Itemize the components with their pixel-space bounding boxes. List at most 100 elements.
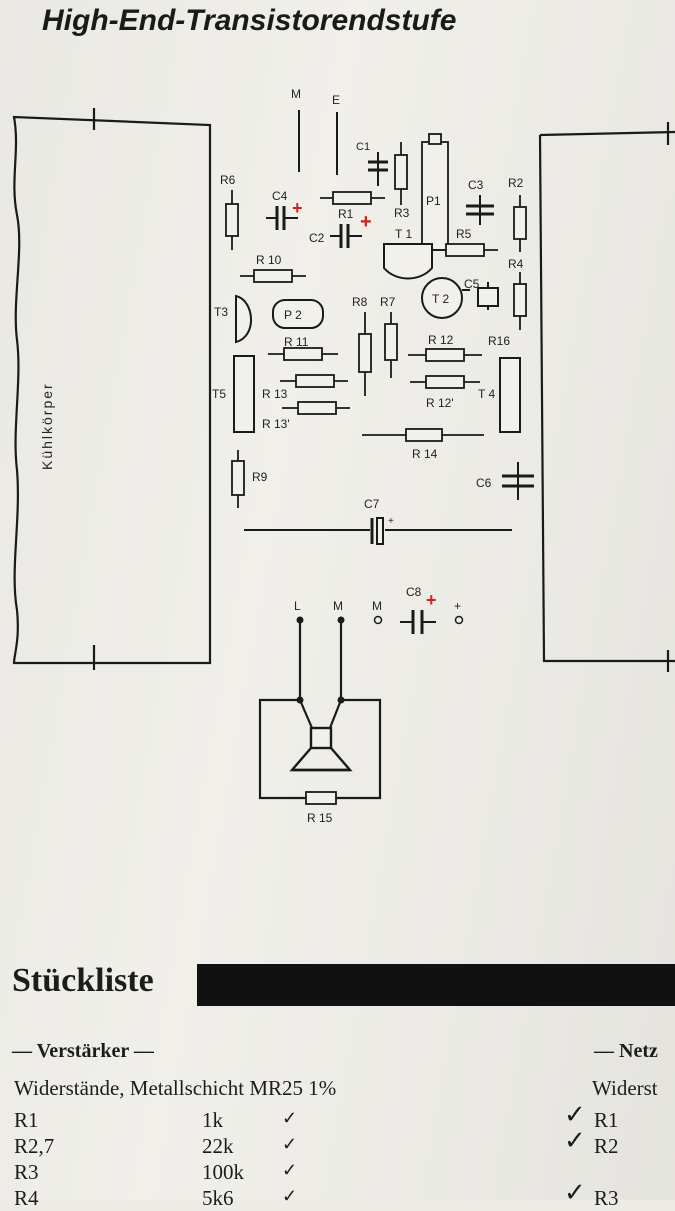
capacitor-c2 [330, 224, 362, 248]
label-r14: R 14 [412, 447, 438, 461]
label-t2: T 2 [432, 292, 449, 306]
terminal-plus-dot [454, 615, 464, 625]
capacitor-c4 [266, 206, 298, 230]
transistor-t4 [499, 357, 521, 433]
parts-title-bar [197, 964, 675, 1006]
transistor-t5 [233, 355, 255, 433]
resistor-r7 [384, 312, 398, 378]
transistor-t2 [421, 277, 470, 319]
resistor-r5 [432, 243, 498, 257]
label-r7: R7 [380, 295, 396, 309]
c2-plus-mark: + [360, 211, 372, 233]
label-c2: C2 [309, 231, 325, 245]
check-mark-icon: ✓ [282, 1160, 298, 1180]
speaker-icon [289, 726, 353, 772]
c4-plus-mark: + [292, 198, 303, 218]
label-c6: C6 [476, 476, 492, 490]
layout-diagram: High-End-Transistorendstufe Kühlkörper M… [12, 4, 675, 825]
part-value: 22k [202, 1134, 234, 1158]
resistor-r8 [358, 312, 372, 396]
label-r12: R 12 [428, 333, 454, 347]
page-title: High-End-Transistorendstufe [42, 4, 456, 37]
power-resistors-heading: Widerst [592, 1076, 658, 1100]
terminal-e-label: E [332, 93, 340, 107]
check-mark-icon: ✓ [564, 1178, 586, 1207]
label-r16: R16 [488, 334, 510, 348]
capacitor-c1 [368, 152, 388, 186]
part-value: 100k [202, 1160, 244, 1184]
resistors-heading: Widerstände, Metallschicht MR25 1% [14, 1076, 337, 1100]
check-mark-icon: ✓ [564, 1100, 586, 1129]
label-r15: R 15 [307, 811, 333, 825]
part-ref: R2 [594, 1134, 619, 1158]
capacitor-c8 [400, 610, 436, 634]
label-t1: T 1 [395, 227, 412, 241]
power-parts-row: ✓ R1 [564, 1100, 619, 1133]
terminal-m2-dot [373, 615, 383, 625]
label-t4: T 4 [478, 387, 495, 401]
potentiometer-p1 [421, 133, 449, 251]
resistor-r9 [231, 450, 245, 508]
label-c7: C7 [364, 497, 380, 511]
power-parts-row: ✓ R2 [564, 1126, 619, 1159]
label-p2: P 2 [284, 308, 302, 322]
capacitor-c5 [477, 282, 499, 310]
check-mark-icon: ✓ [564, 1126, 586, 1155]
terminal-m2-label: M [372, 599, 382, 613]
label-t3: T3 [214, 305, 228, 319]
parts-list: Stückliste — Verstärker — — Netz Widerst… [0, 950, 675, 1210]
part-value: 1k [202, 1108, 223, 1132]
part-ref: R1 [594, 1108, 619, 1132]
power-parts-row: ✓ R3 [564, 1178, 619, 1211]
part-ref: R2,7 [14, 1134, 55, 1158]
node-l [296, 616, 304, 624]
resistor-r11 [268, 347, 338, 361]
resistor-r4 [513, 272, 527, 330]
check-mark-icon: ✓ [282, 1134, 298, 1154]
label-r12b: R 12' [426, 396, 454, 410]
label-r9: R9 [252, 470, 268, 484]
terminal-plus-label: + [454, 599, 461, 613]
label-r13: R 13 [262, 387, 288, 401]
resistor-r14 [362, 428, 484, 442]
label-r10: R 10 [256, 253, 282, 267]
node-m [337, 616, 345, 624]
label-t5: T5 [212, 387, 226, 401]
resistor-r10 [240, 269, 306, 283]
label-c4: C4 [272, 189, 288, 203]
label-r8: R8 [352, 295, 368, 309]
resistor-r6 [225, 190, 239, 250]
label-r6: R6 [220, 173, 236, 187]
resistor-r12b [410, 375, 480, 389]
terminal-l-label: L [294, 599, 301, 613]
check-mark-icon: ✓ [282, 1108, 298, 1128]
heatsink-left [12, 108, 212, 670]
c7-plus-mark: + [388, 516, 394, 527]
label-r2: R2 [508, 176, 524, 190]
label-r3: R3 [394, 206, 410, 220]
resistor-r3 [394, 142, 408, 205]
transistor-t1 [383, 243, 433, 280]
label-r1: R1 [338, 207, 354, 221]
terminal-m-out-label: M [333, 599, 343, 613]
resistor-r13b [282, 401, 350, 415]
terminal-m-label: M [291, 87, 301, 101]
resistor-r1 [320, 191, 385, 205]
label-p1: P1 [426, 194, 441, 208]
capacitor-c3 [466, 195, 494, 225]
label-c3: C3 [468, 178, 484, 192]
label-c8: C8 [406, 585, 422, 599]
potentiometer-p2 [272, 299, 324, 329]
c8-plus-mark: + [426, 590, 437, 610]
capacitor-c7 [244, 517, 512, 545]
transistor-t3 [235, 294, 252, 344]
label-r5: R5 [456, 227, 472, 241]
resistor-r2 [513, 195, 527, 252]
node-l-lower [296, 696, 304, 704]
section-power: — Netz [594, 1040, 658, 1062]
section-amplifier: — Verstärker — [12, 1040, 154, 1062]
label-r4: R4 [508, 257, 524, 271]
part-value: 5k6 [202, 1186, 234, 1210]
resistor-r15 [305, 791, 337, 805]
